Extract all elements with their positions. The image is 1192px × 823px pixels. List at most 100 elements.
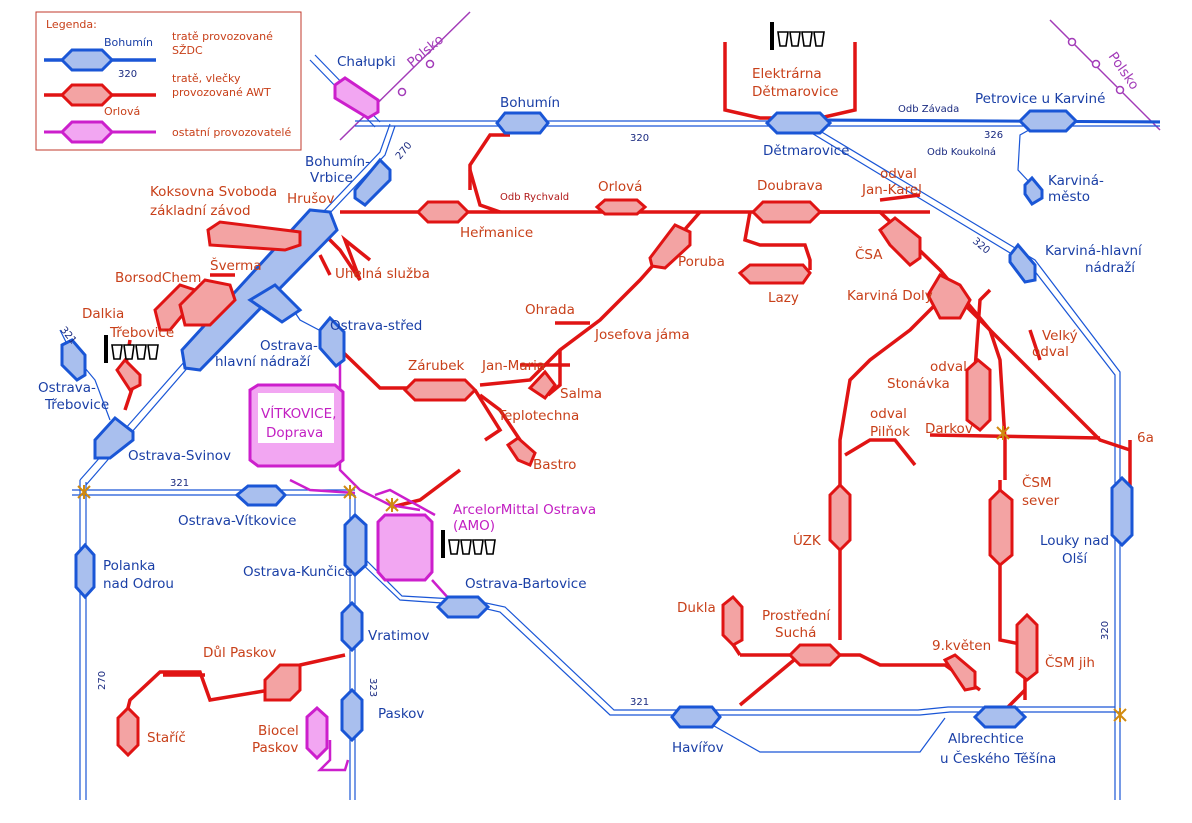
svg-text:Třebovice: Třebovice bbox=[44, 397, 109, 413]
svg-text:320: 320 bbox=[630, 133, 649, 144]
svg-text:BorsodChem: BorsodChem bbox=[115, 270, 201, 286]
power-plant-icon bbox=[769, 21, 825, 51]
legend-line-number: 320 bbox=[118, 69, 137, 80]
svg-text:Polanka: Polanka bbox=[103, 558, 155, 574]
border-crossing-icon bbox=[996, 425, 1010, 441]
svg-text:Ostrava-: Ostrava- bbox=[260, 338, 318, 354]
szdc-lines bbox=[59, 54, 1161, 800]
svg-text:provozované AWT: provozované AWT bbox=[172, 86, 271, 99]
svg-text:Ostrava-Kunčice: Ostrava-Kunčice bbox=[243, 564, 353, 580]
legend-red-station: Orlová bbox=[104, 105, 140, 118]
svg-text:Prostřední: Prostřední bbox=[762, 608, 831, 624]
svg-text:323: 323 bbox=[367, 678, 378, 697]
svg-text:Orlová: Orlová bbox=[598, 179, 642, 195]
svg-text:Heřmanice: Heřmanice bbox=[460, 225, 533, 241]
svg-text:Pilňok: Pilňok bbox=[870, 424, 910, 440]
svg-text:(AMO): (AMO) bbox=[453, 518, 495, 534]
svg-text:Dětmarovice: Dětmarovice bbox=[763, 143, 849, 159]
szdc-stations bbox=[60, 76, 1134, 743]
svg-text:Ostrava-Bartovice: Ostrava-Bartovice bbox=[465, 576, 587, 592]
svg-text:Dětmarovice: Dětmarovice bbox=[752, 84, 838, 100]
odb-koukolna-label: Odb Koukolná bbox=[927, 146, 996, 158]
svg-text:Hrušov: Hrušov bbox=[287, 191, 335, 207]
svg-text:Ostrava-Svinov: Ostrava-Svinov bbox=[128, 448, 231, 464]
svg-text:320: 320 bbox=[1100, 621, 1111, 640]
svg-text:Paskov: Paskov bbox=[252, 740, 298, 756]
odb-zavada-label: Odb Závada bbox=[898, 103, 959, 115]
legend: Legenda: Bohumín 320 tratě provozované S… bbox=[35, 11, 302, 151]
svg-text:Josefova jáma: Josefova jáma bbox=[594, 327, 690, 343]
svg-text:321: 321 bbox=[630, 697, 649, 708]
svg-text:Vrbice: Vrbice bbox=[310, 170, 353, 186]
svg-text:ArcelorMittal Ostrava: ArcelorMittal Ostrava bbox=[453, 502, 596, 518]
svg-text:6a: 6a bbox=[1137, 430, 1154, 446]
svg-text:odval: odval bbox=[880, 166, 917, 182]
svg-text:Ohrada: Ohrada bbox=[525, 302, 575, 318]
poland-label-right: Polsko bbox=[1105, 49, 1142, 93]
svg-text:Dukla: Dukla bbox=[677, 600, 716, 616]
awt-station-labels: Elektrárna Dětmarovice Koksovna Svoboda … bbox=[82, 66, 1154, 746]
svg-text:Bastro: Bastro bbox=[533, 457, 576, 473]
svg-text:Stonávka: Stonávka bbox=[887, 376, 950, 392]
svg-text:VÍTKOVICE,: VÍTKOVICE, bbox=[261, 405, 336, 422]
svg-text:9.květen: 9.květen bbox=[932, 638, 991, 654]
svg-text:Bohumín-: Bohumín- bbox=[305, 154, 370, 170]
svg-text:Havířov: Havířov bbox=[672, 740, 724, 756]
svg-text:Jan-Maria: Jan-Maria bbox=[481, 358, 545, 374]
svg-text:tratě, vlečky: tratě, vlečky bbox=[172, 72, 241, 85]
svg-text:Karviná-hlavní: Karviná-hlavní bbox=[1045, 243, 1143, 259]
svg-text:SŽDC: SŽDC bbox=[172, 44, 203, 57]
svg-text:Třebovice: Třebovice bbox=[109, 325, 174, 341]
svg-text:Vratimov: Vratimov bbox=[368, 628, 430, 644]
other-stations bbox=[248, 383, 434, 761]
odb-rychvald-label: Odb Rychvald bbox=[500, 192, 569, 203]
svg-text:Chałupki: Chałupki bbox=[337, 54, 396, 70]
svg-text:320: 320 bbox=[970, 236, 992, 257]
svg-text:ČSA: ČSA bbox=[855, 245, 883, 263]
svg-text:Petrovice u Karviné: Petrovice u Karviné bbox=[975, 91, 1105, 107]
svg-text:Karviná Doly: Karviná Doly bbox=[847, 288, 933, 304]
svg-text:Biocel: Biocel bbox=[258, 723, 299, 739]
svg-text:ČSM: ČSM bbox=[1022, 473, 1052, 491]
svg-text:odval: odval bbox=[870, 406, 907, 422]
svg-text:nádraží: nádraží bbox=[1085, 260, 1136, 276]
legend-title: Legenda: bbox=[46, 18, 97, 31]
svg-text:Šverma: Šverma bbox=[210, 256, 262, 274]
svg-text:Doubrava: Doubrava bbox=[757, 178, 823, 194]
svg-text:Lazy: Lazy bbox=[768, 290, 799, 306]
svg-text:nad Odrou: nad Odrou bbox=[103, 576, 174, 592]
svg-text:Uhelná služba: Uhelná služba bbox=[335, 266, 430, 282]
svg-text:ostatní provozovatelé: ostatní provozovatelé bbox=[172, 126, 291, 139]
svg-text:Poruba: Poruba bbox=[678, 254, 725, 270]
svg-text:270: 270 bbox=[97, 671, 108, 690]
svg-text:město: město bbox=[1048, 189, 1090, 205]
svg-text:326: 326 bbox=[984, 130, 1003, 141]
svg-text:Ostrava-střed: Ostrava-střed bbox=[330, 318, 422, 334]
svg-text:Elektrárna: Elektrárna bbox=[752, 66, 822, 82]
svg-text:hlavní nádraží: hlavní nádraží bbox=[215, 354, 311, 370]
svg-text:Ostrava-Vítkovice: Ostrava-Vítkovice bbox=[178, 513, 296, 529]
svg-text:Paskov: Paskov bbox=[378, 706, 424, 722]
awt-stations bbox=[115, 198, 1039, 758]
svg-text:u Českého Těšína: u Českého Těšína bbox=[940, 749, 1056, 767]
svg-text:Jan-Karel: Jan-Karel bbox=[861, 182, 922, 198]
border-crossing-icon bbox=[1113, 707, 1127, 723]
svg-text:odval: odval bbox=[930, 359, 967, 375]
svg-text:ČSM jih: ČSM jih bbox=[1045, 653, 1095, 671]
svg-text:Darkov: Darkov bbox=[925, 421, 973, 437]
svg-text:Louky nad: Louky nad bbox=[1040, 533, 1109, 549]
amo-block bbox=[376, 513, 434, 582]
svg-text:Olší: Olší bbox=[1062, 551, 1088, 567]
svg-text:Suchá: Suchá bbox=[775, 625, 816, 641]
svg-text:Salma: Salma bbox=[560, 386, 602, 402]
svg-text:Zárubek: Zárubek bbox=[408, 358, 465, 374]
svg-text:270: 270 bbox=[394, 140, 415, 162]
svg-text:Albrechtice: Albrechtice bbox=[948, 731, 1024, 747]
power-plant-icon bbox=[440, 529, 496, 559]
szdc-station-labels: Chałupki Bohumín Dětmarovice Petrovice u… bbox=[38, 54, 1143, 767]
svg-text:Karviná-: Karviná- bbox=[1048, 173, 1104, 189]
poland-label-left: Polsko bbox=[404, 32, 447, 71]
svg-text:sever: sever bbox=[1022, 493, 1060, 509]
svg-text:ÚZK: ÚZK bbox=[793, 531, 822, 549]
